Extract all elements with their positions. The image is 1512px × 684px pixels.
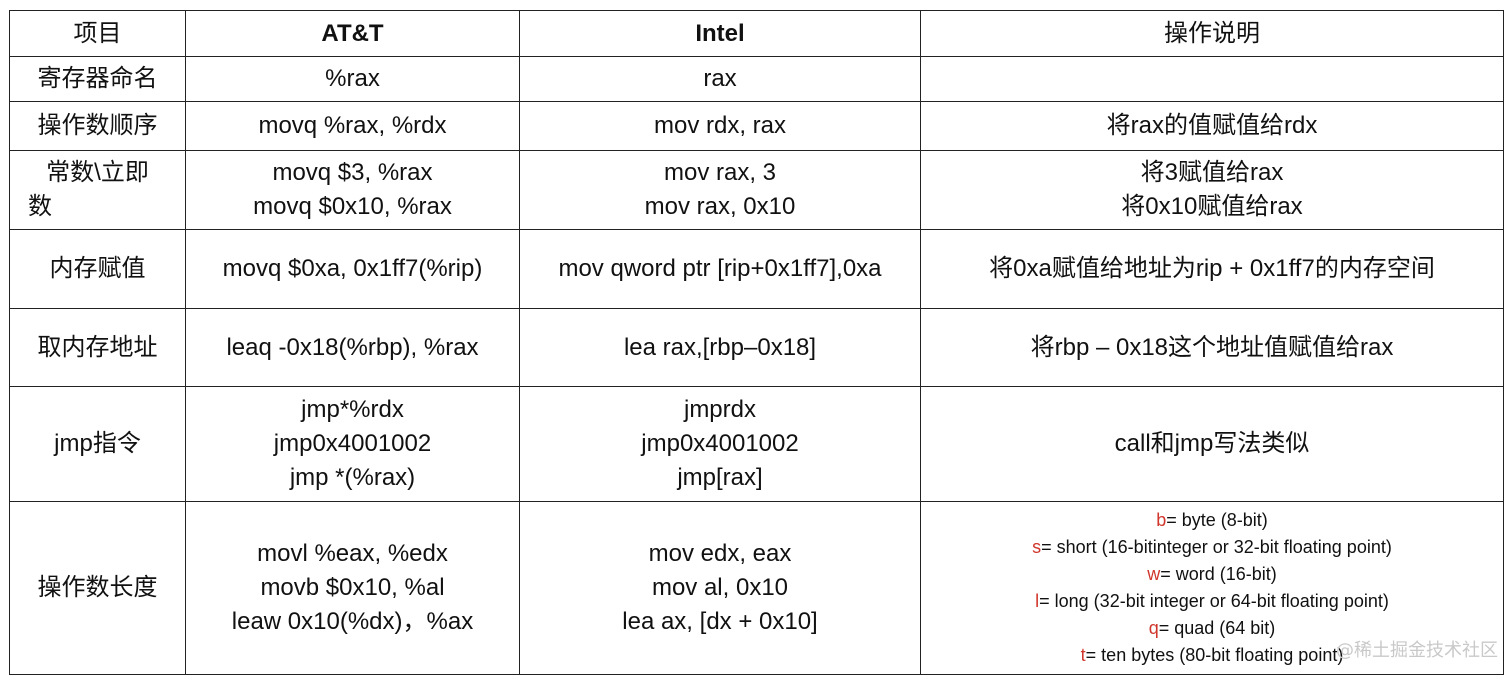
legend-text: = byte (8-bit)	[1166, 510, 1268, 530]
intel-cell: mov rdx, rax	[519, 101, 921, 151]
header-att: AT&T	[185, 10, 520, 57]
att-cell: movq $0xa, 0x1ff7(%rip)	[185, 229, 520, 309]
table-row: 取内存地址 leaq -0x18(%rbp), %rax lea rax,[rb…	[9, 308, 1504, 387]
desc-cell: 将rax的值赋值给rdx	[920, 101, 1504, 151]
table-row: 操作数顺序 movq %rax, %rdx mov rdx, rax 将rax的…	[9, 101, 1504, 151]
item-cell: 操作数长度	[9, 501, 186, 675]
item-cell: 常数\立即 数	[9, 150, 186, 230]
att-cell: %rax	[185, 56, 520, 102]
item-cell: jmp指令	[9, 386, 186, 502]
header-intel: Intel	[519, 10, 921, 57]
table-row: 内存赋值 movq $0xa, 0x1ff7(%rip) mov qword p…	[9, 229, 1504, 309]
legend-line: b= byte (8-bit)	[921, 507, 1503, 534]
att-cell: movl %eax, %edx movb $0x10, %al leaw 0x1…	[185, 501, 520, 675]
desc-cell: call和jmp写法类似	[920, 386, 1504, 502]
table-row: 寄存器命名 %rax rax	[9, 56, 1504, 102]
table-row: jmp指令 jmp*%rdx jmp0x4001002 jmp *(%rax) …	[9, 386, 1504, 502]
intel-cell: mov edx, eax mov al, 0x10 lea ax, [dx + …	[519, 501, 921, 675]
desc-cell: 将0xa赋值给地址为rip + 0x1ff7的内存空间	[920, 229, 1504, 309]
att-cell: leaq -0x18(%rbp), %rax	[185, 308, 520, 387]
desc-cell: 将rbp – 0x18这个地址值赋值给rax	[920, 308, 1504, 387]
legend-line: t= ten bytes (80-bit floating point)	[921, 642, 1503, 669]
legend-letter: t	[1080, 645, 1086, 665]
legend-text: = quad (64 bit)	[1158, 618, 1276, 638]
intel-cell: jmprdx jmp0x4001002 jmp[rax]	[519, 386, 921, 502]
legend-text: = ten bytes (80-bit floating point)	[1085, 645, 1344, 665]
legend-letter: s	[1032, 537, 1042, 557]
legend-text: = short (16-bitinteger or 32-bit floatin…	[1041, 537, 1392, 557]
item-cell: 取内存地址	[9, 308, 186, 387]
desc-cell: 将3赋值给rax 将0x10赋值给rax	[920, 150, 1504, 230]
intel-cell: mov qword ptr [rip+0x1ff7],0xa	[519, 229, 921, 309]
desc-cell	[920, 56, 1504, 102]
att-cell: jmp*%rdx jmp0x4001002 jmp *(%rax)	[185, 386, 520, 502]
comparison-table: 项目 AT&T Intel 操作说明 寄存器命名 %rax rax 操作数顺序 …	[9, 10, 1504, 675]
header-description: 操作说明	[920, 10, 1504, 57]
legend-line: w= word (16-bit)	[921, 561, 1503, 588]
legend-line: q= quad (64 bit)	[921, 615, 1503, 642]
watermark: @稀土掘金技术社区	[1336, 640, 1498, 661]
header-row: 项目 AT&T Intel 操作说明	[9, 10, 1504, 57]
legend-letter: l	[1035, 591, 1040, 611]
legend-letter: b	[1156, 510, 1167, 530]
size-legend-cell: b= byte (8-bit) s= short (16-bitinteger …	[920, 501, 1504, 675]
intel-cell: lea rax,[rbp–0x18]	[519, 308, 921, 387]
item-cell: 寄存器命名	[9, 56, 186, 102]
intel-cell: rax	[519, 56, 921, 102]
legend-text: = long (32-bit integer or 64-bit floatin…	[1039, 591, 1389, 611]
att-cell: movq $3, %rax movq $0x10, %rax	[185, 150, 520, 230]
legend-letter: w	[1147, 564, 1161, 584]
legend-line: l= long (32-bit integer or 64-bit floati…	[921, 588, 1503, 615]
legend-text: = word (16-bit)	[1160, 564, 1277, 584]
att-cell: movq %rax, %rdx	[185, 101, 520, 151]
item-cell: 内存赋值	[9, 229, 186, 309]
item-cell: 操作数顺序	[9, 101, 186, 151]
table-row: 常数\立即 数 movq $3, %rax movq $0x10, %rax m…	[9, 150, 1504, 230]
legend-line: s= short (16-bitinteger or 32-bit floati…	[921, 534, 1503, 561]
table-row: 操作数长度 movl %eax, %edx movb $0x10, %al le…	[9, 501, 1504, 675]
legend-letter: q	[1148, 618, 1159, 638]
intel-cell: mov rax, 3 mov rax, 0x10	[519, 150, 921, 230]
header-item: 项目	[9, 10, 186, 57]
